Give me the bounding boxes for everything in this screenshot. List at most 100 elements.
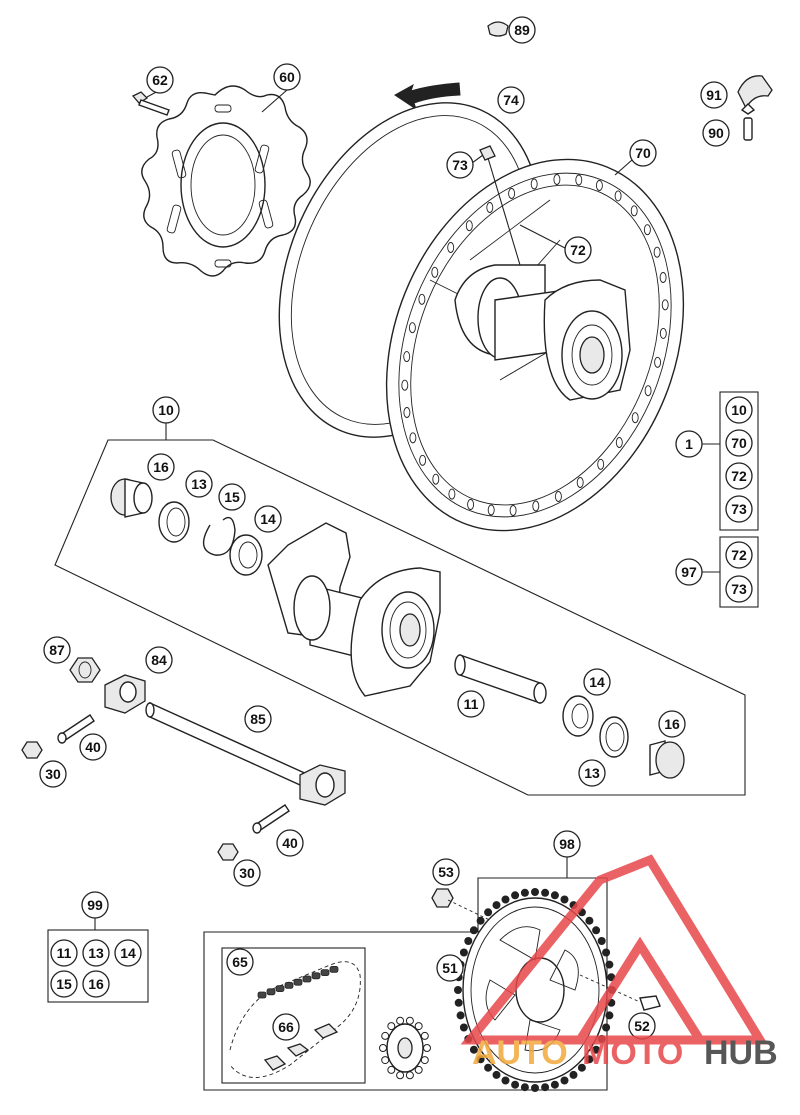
rim-spoke-hole <box>447 242 455 253</box>
kit-97-callout[interactable]: 97 <box>675 558 703 586</box>
callout-87[interactable]: 87 <box>43 636 71 664</box>
rim-spoke-hole <box>486 202 494 213</box>
callout-84-label: 84 <box>151 652 167 668</box>
callout-98[interactable]: 98 <box>553 830 581 858</box>
callout-30-right[interactable]: 30 <box>233 859 261 887</box>
valve-90 <box>743 117 753 141</box>
callout-72-top[interactable]: 72 <box>564 236 592 264</box>
seal-16-left <box>110 478 153 518</box>
kit-99-callout[interactable]: 99 <box>81 891 109 919</box>
rim-spoke-hole <box>631 412 639 424</box>
rotation-arrow <box>394 82 461 111</box>
sprocket-tooth <box>501 895 510 904</box>
sprocket-tooth <box>602 948 611 957</box>
callout-10[interactable]: 10 <box>152 396 180 424</box>
front-sprocket-tooth <box>414 1065 423 1074</box>
sprocket-tooth <box>577 1063 586 1072</box>
brake-disc-60 <box>141 85 311 277</box>
callout-40-right[interactable]: 40 <box>276 829 304 857</box>
kit-99-item-15[interactable]: 15 <box>50 970 78 998</box>
chain-link <box>257 991 267 999</box>
rim-spoke-hole <box>553 174 561 185</box>
callout-65[interactable]: 65 <box>226 948 254 976</box>
chain-link <box>329 966 339 973</box>
callout-74[interactable]: 74 <box>497 86 525 114</box>
callout-52[interactable]: 52 <box>628 1012 656 1040</box>
callout-16-left[interactable]: 16 <box>147 453 175 481</box>
callout-90-label: 90 <box>708 125 724 141</box>
callout-51[interactable]: 51 <box>436 954 464 982</box>
callout-40-left[interactable]: 40 <box>79 733 107 761</box>
rim-spoke-hole <box>532 500 540 512</box>
sprocket-tooth <box>454 986 462 994</box>
ring-13-right <box>599 716 629 758</box>
callout-11-label: 11 <box>464 696 479 712</box>
callout-16-right[interactable]: 16 <box>658 710 686 738</box>
kit-1-callout[interactable]: 1 <box>675 430 703 458</box>
callout-15[interactable]: 15 <box>218 483 246 511</box>
sprocket-tooth <box>585 1055 594 1064</box>
kit-1-item-70[interactable]: 70 <box>725 429 753 457</box>
chain-link <box>275 985 285 992</box>
callout-16-right-label: 16 <box>664 716 680 732</box>
callout-85[interactable]: 85 <box>244 705 272 733</box>
rim-spoke-hole <box>408 322 416 334</box>
kit-97-item-73[interactable]: 73 <box>725 575 753 603</box>
callout-14-right[interactable]: 14 <box>583 668 611 696</box>
callout-60-label: 60 <box>279 69 295 85</box>
ring-13-left <box>158 501 190 543</box>
callout-16-left-label: 16 <box>153 459 169 475</box>
callout-90[interactable]: 90 <box>702 119 730 147</box>
kit-99-item-16[interactable]: 16 <box>82 970 110 998</box>
front-sprocket-tooth <box>405 1016 414 1025</box>
svg-text:73: 73 <box>731 501 747 517</box>
callout-62[interactable]: 62 <box>146 66 174 94</box>
callout-13-left[interactable]: 13 <box>185 470 213 498</box>
spacer-11 <box>454 654 547 704</box>
kit-1: 1 10 70 72 73 <box>675 391 759 531</box>
callout-73-top[interactable]: 73 <box>446 151 474 179</box>
callout-66[interactable]: 66 <box>272 1013 300 1041</box>
callout-13-right-label: 13 <box>584 765 600 781</box>
kit-99-item-14[interactable]: 14 <box>114 939 142 967</box>
front-sprocket-tooth <box>420 1031 429 1040</box>
rim-spoke-hole <box>530 178 538 190</box>
rim-spoke-hole <box>576 477 584 488</box>
kit-1-item-73[interactable]: 73 <box>725 495 753 523</box>
callout-13-right[interactable]: 13 <box>578 759 606 787</box>
sprocket-tooth <box>454 998 463 1007</box>
kit-99: 99 11 13 14 15 16 <box>47 891 149 1003</box>
callout-53[interactable]: 53 <box>432 858 460 886</box>
sprocket-tooth <box>592 1045 601 1054</box>
kit-97-item-72[interactable]: 72 <box>725 541 753 569</box>
sprocket-tooth <box>492 1070 501 1079</box>
svg-text:72: 72 <box>731 468 747 484</box>
kit-1-item-10[interactable]: 10 <box>725 396 753 424</box>
callout-60[interactable]: 60 <box>273 63 301 91</box>
callout-13-left-label: 13 <box>191 476 207 492</box>
rim-spoke-hole <box>659 327 667 339</box>
front-sprocket-tooth <box>381 1031 390 1040</box>
callout-30-right-label: 30 <box>239 865 255 881</box>
rim-spoke-hole <box>575 174 583 186</box>
bolt-40-left <box>57 714 95 744</box>
callout-73-top-label: 73 <box>452 157 468 173</box>
callout-89[interactable]: 89 <box>508 16 536 44</box>
nut-30-right <box>217 843 239 861</box>
kit-99-item-11[interactable]: 11 <box>50 939 78 967</box>
callout-11[interactable]: 11 <box>457 690 485 718</box>
front-sprocket-tooth <box>387 1065 396 1074</box>
callout-70[interactable]: 70 <box>629 139 657 167</box>
rim-spoke-hole <box>615 437 623 448</box>
callout-70-label: 70 <box>635 145 651 161</box>
callout-14-left[interactable]: 14 <box>254 505 282 533</box>
callout-84[interactable]: 84 <box>145 646 173 674</box>
callout-91[interactable]: 91 <box>700 81 728 109</box>
sprocket-tooth <box>560 1076 569 1085</box>
callout-30-left[interactable]: 30 <box>39 760 67 788</box>
kit-1-item-72[interactable]: 72 <box>725 462 753 490</box>
axle-85 <box>145 701 346 806</box>
sprocket-tooth <box>585 916 594 925</box>
kit-99-item-13[interactable]: 13 <box>82 939 110 967</box>
sprocket-tooth <box>605 1011 614 1020</box>
